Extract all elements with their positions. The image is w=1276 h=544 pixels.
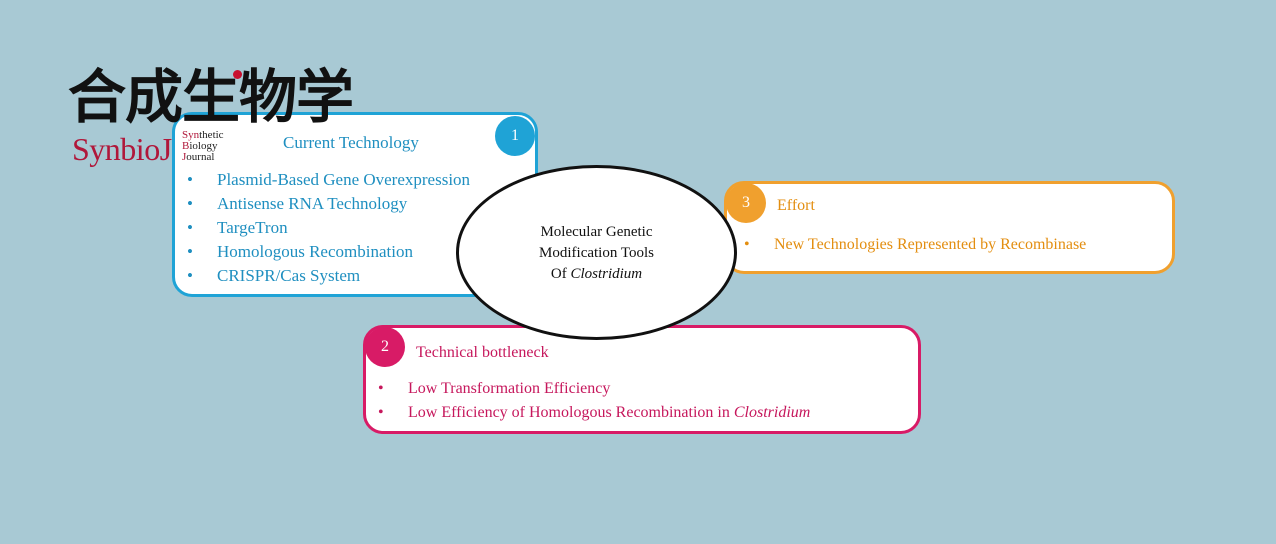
list-item: Homologous Recombination: [187, 240, 470, 264]
box3-title: Effort: [777, 197, 815, 214]
box1-number-badge: 1: [495, 116, 535, 156]
journal-logo: 合成生物学 SynbioJ Synthetic Biology Journal: [68, 62, 378, 172]
logo-chinese-title: 合成生物学: [68, 63, 354, 131]
list-item: Antisense RNA Technology: [187, 192, 470, 216]
list-item: Plasmid-Based Gene Overexpression: [187, 168, 470, 192]
center-line-1: Molecular Genetic: [540, 224, 653, 240]
center-line-2: Modification Tools: [539, 245, 654, 261]
list-item: Low Transformation Efficiency: [378, 377, 810, 401]
box3-list: New Technologies Represented by Recombin…: [744, 233, 1086, 257]
logo-subtitle-line: Synthetic: [182, 129, 224, 141]
box2-list: Low Transformation Efficiency Low Effici…: [378, 377, 810, 425]
box2-number-badge: 2: [365, 327, 405, 367]
box1-title: Current Technology: [283, 133, 419, 152]
list-item: TargeTron: [187, 216, 470, 240]
list-item: Low Efficiency of Homologous Recombinati…: [378, 401, 810, 425]
box2-title: Technical bottleneck: [416, 344, 549, 361]
list-item: New Technologies Represented by Recombin…: [744, 233, 1086, 257]
center-line-3: Of Clostridium: [550, 266, 643, 282]
effort-box: 3 Effort New Technologies Represented by…: [724, 181, 1175, 274]
box1-list: Plasmid-Based Gene Overexpression Antise…: [187, 168, 470, 288]
logo-english-title: SynbioJ: [72, 131, 172, 167]
technical-bottleneck-box: 2 Technical bottleneck Low Transformatio…: [363, 325, 921, 434]
logo-subtitle-line: Biology: [182, 140, 218, 152]
logo-subtitle: Synthetic Biology Journal: [182, 130, 224, 163]
central-topic-ellipse: Molecular Genetic Modification Tools Of …: [456, 165, 737, 340]
box3-number-badge: 3: [726, 183, 766, 223]
list-item: CRISPR/Cas System: [187, 264, 470, 288]
logo-accent-dot: [233, 70, 242, 79]
logo-subtitle-line: Journal: [182, 151, 215, 163]
